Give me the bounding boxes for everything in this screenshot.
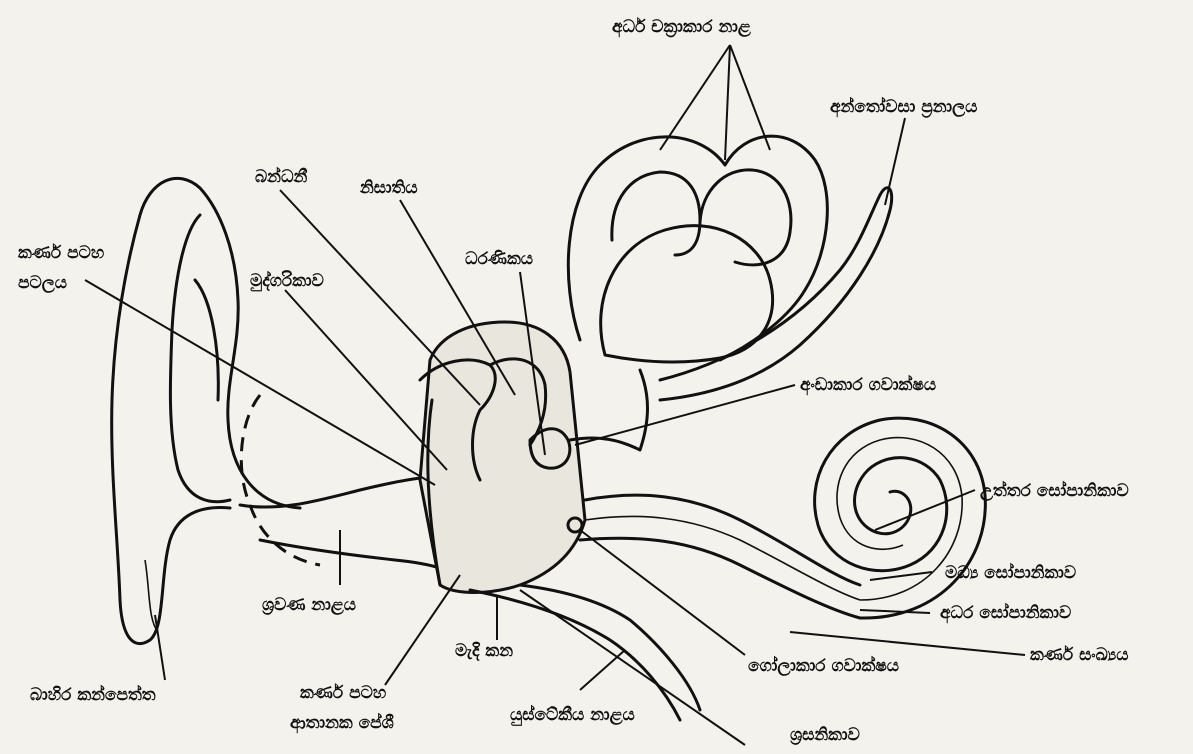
- label-middle-ear: මැදි කන: [455, 641, 513, 662]
- eustachian-tube-shape-2: [520, 585, 700, 710]
- label-endolymphatic-duct: අන්තෝවසා ප්‍රනාලය: [830, 96, 977, 118]
- label-ligament: බන්ධනී: [255, 166, 308, 187]
- label-tympanic-membrane-1: කර්ණ පටහ: [18, 243, 105, 263]
- pinna-antihelix: [195, 280, 218, 400]
- leader-tympanic: [85, 280, 435, 485]
- leader-oval-window: [575, 385, 795, 445]
- leader-tensor-tympani: [385, 575, 460, 685]
- leader-ligament: [280, 190, 480, 405]
- leader-semicircular-3: [730, 45, 770, 150]
- pinna-outline: [112, 178, 300, 643]
- auditory-canal-top: [240, 478, 420, 507]
- pinna-inner-fold: [170, 215, 230, 502]
- utricle: [601, 226, 773, 362]
- label-eustachian-tube: යුස්ටේකීය නාළය: [510, 704, 635, 726]
- label-tympanic-membrane-2: පටලය: [18, 273, 67, 294]
- label-tensor-tympani-2: ආතානක පේශී: [290, 712, 394, 734]
- cochlea-duct-top: [585, 495, 860, 585]
- label-cochlear-nerve: කර්ණ සංඛ්‍යය: [1030, 645, 1128, 665]
- label-cochlea: ශ්‍රසනිකාව: [790, 725, 860, 746]
- leader-endolymphatic: [885, 118, 905, 205]
- label-auditory-canal: ශ්‍රවණ නාළය: [262, 595, 356, 616]
- canal-right-loop: [700, 170, 791, 265]
- leader-eustachian: [580, 650, 625, 690]
- skull-boundary: [241, 395, 320, 565]
- label-round-window: ගෝලාකාර ගවාක්ෂය: [748, 655, 899, 677]
- leader-scala-tympani: [860, 610, 930, 613]
- cochlea-duct-bottom: [580, 538, 860, 618]
- vestibule: [570, 370, 648, 450]
- leader-malleus: [285, 290, 447, 470]
- label-malleus: මුද්ගරිකාව: [250, 270, 324, 292]
- canal-outer: [568, 136, 827, 360]
- leader-semicircular-2: [725, 45, 730, 160]
- endolymphatic-duct-shape: [660, 188, 892, 400]
- leader-cochlear-nerve: [790, 632, 1025, 655]
- canal-left-loop: [612, 172, 700, 255]
- label-scala-tympani: අධර සෝපානිකාව: [940, 602, 1071, 624]
- label-tensor-tympani-1: කර්ණ පටහ: [300, 683, 387, 703]
- leader-pinna: [155, 615, 165, 680]
- leader-semicircular-1: [660, 45, 730, 150]
- label-oval-window: අංඩාකාර ගවාක්ෂය: [800, 374, 936, 396]
- leader-scala-media: [870, 572, 932, 580]
- anatomy-drawing: [112, 136, 986, 720]
- label-scala-vestibuli: උත්තර සෝපානිකාව: [980, 480, 1129, 502]
- text-labels: අර්ධ චක්‍රාකාර නාළ අන්තෝවසා ප්‍රනාලය බන්…: [18, 17, 1129, 746]
- label-pinna: බාහිර කන්පෙත්ත: [30, 684, 156, 705]
- label-scala-media: මධ්‍ය සෝපානිකාව: [945, 562, 1076, 583]
- auditory-canal-bottom: [260, 540, 440, 568]
- label-semicircular-canals: අර්ධ චක්‍රාකාර නාළ: [612, 17, 751, 38]
- label-stapes: ධරණිකය: [465, 249, 533, 269]
- label-incus: නිසාතිය: [359, 178, 418, 198]
